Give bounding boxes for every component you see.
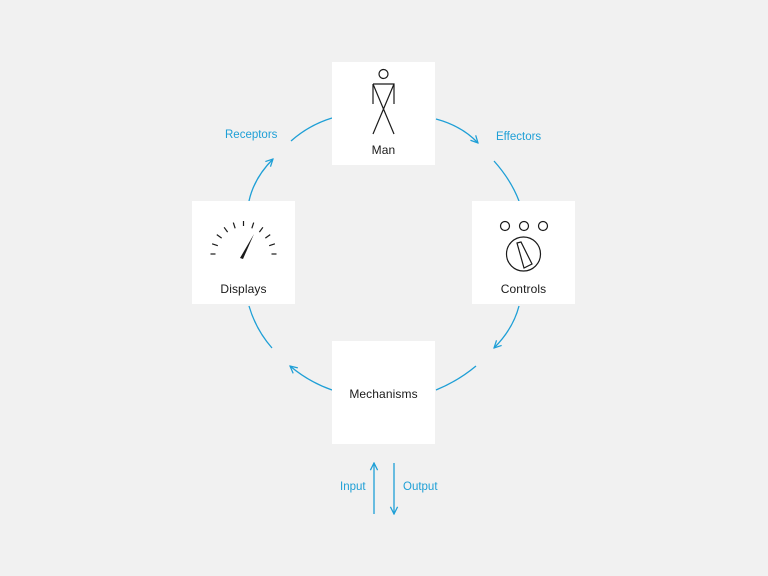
effectors-label: Effectors bbox=[496, 131, 542, 143]
gauge-tick bbox=[268, 243, 276, 247]
output-label: Output bbox=[403, 481, 438, 493]
receptors-label: Receptors bbox=[225, 129, 278, 141]
gauge-tick bbox=[264, 234, 271, 239]
gauge-tick bbox=[216, 234, 223, 239]
gauge-tick bbox=[223, 226, 229, 233]
man-box: Man bbox=[332, 62, 435, 165]
arc-mechanisms-to-displays bbox=[290, 366, 333, 391]
displays-label: Displays bbox=[220, 282, 267, 296]
mechanisms-label: Mechanisms bbox=[349, 387, 418, 401]
arc-mechanisms-to-displays-tail bbox=[248, 305, 273, 349]
gauge-tick bbox=[251, 222, 255, 229]
controls-box: Controls bbox=[472, 201, 575, 304]
gauge-needle bbox=[240, 234, 254, 259]
arc-man-to-controls bbox=[435, 118, 478, 143]
arc-displays-to-man bbox=[248, 159, 273, 202]
gauge-tick bbox=[232, 222, 236, 229]
gauge-tick bbox=[211, 243, 219, 247]
mechanisms-box: Mechanisms bbox=[332, 341, 435, 444]
human-figure-icon bbox=[372, 68, 395, 135]
gauge-dial-icon bbox=[210, 221, 277, 259]
control-knobs-icon bbox=[499, 220, 549, 272]
arc-man-to-controls-tail bbox=[493, 160, 520, 202]
input-label: Input bbox=[340, 481, 366, 493]
arc-controls-to-mechanisms bbox=[494, 305, 520, 348]
arc-controls-to-mechanisms-tail bbox=[435, 365, 477, 391]
controls-label: Controls bbox=[500, 282, 547, 296]
gauge-tick bbox=[258, 226, 264, 233]
man-label: Man bbox=[371, 143, 396, 157]
arc-displays-to-man-tail bbox=[290, 117, 333, 142]
displays-box: Displays bbox=[192, 201, 295, 304]
